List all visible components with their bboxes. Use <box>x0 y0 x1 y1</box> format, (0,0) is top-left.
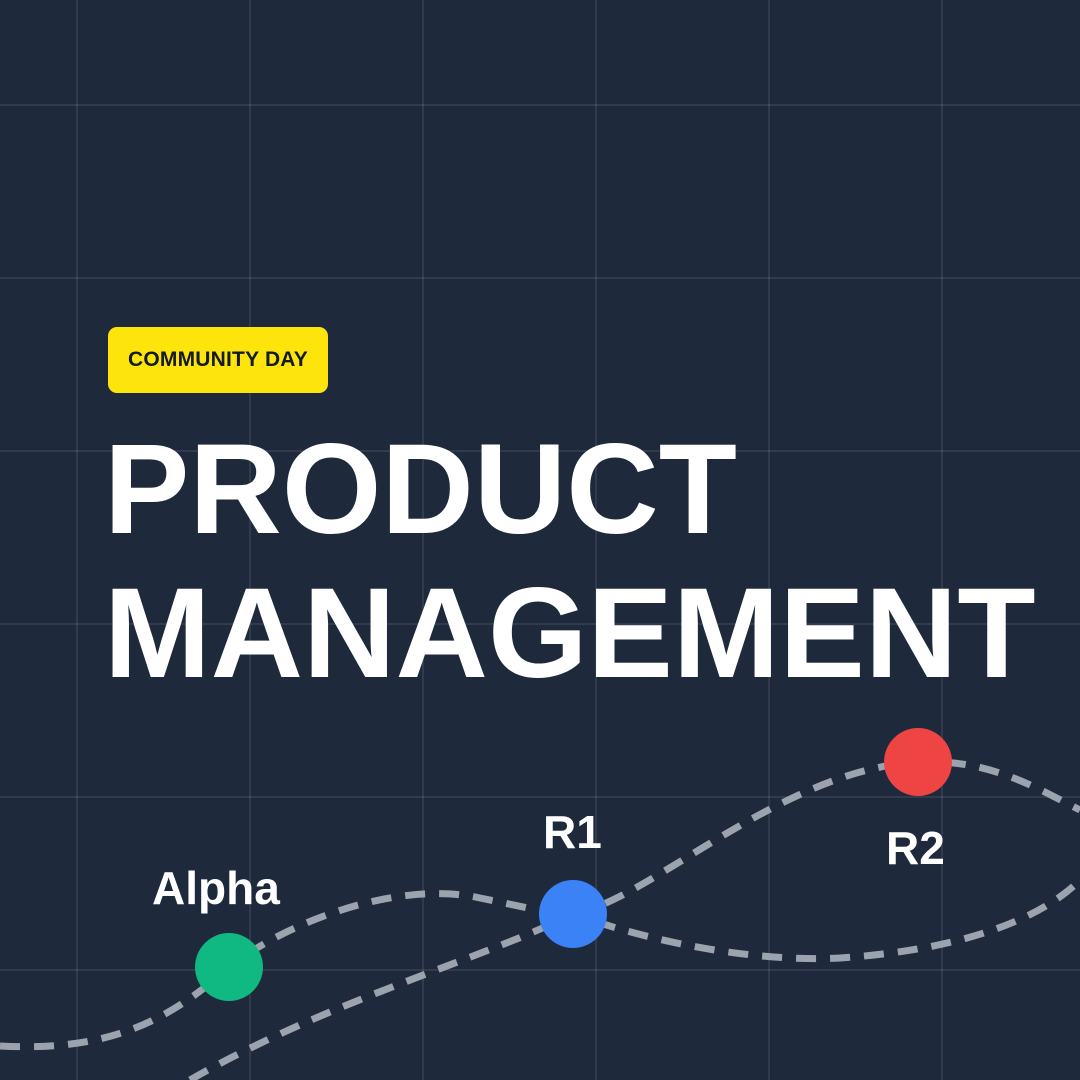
title-line-2: MANAGEMENT <box>104 562 1036 705</box>
milestone-label-r2: R2 <box>886 822 945 874</box>
title-line-1: PRODUCT <box>104 418 737 561</box>
milestone-label-r1: R1 <box>543 806 602 858</box>
milestone-dot-alpha <box>195 933 263 1001</box>
milestone-label-alpha: Alpha <box>152 862 280 914</box>
milestone-dot-r2 <box>884 728 952 796</box>
milestone-dot-r1 <box>539 880 607 948</box>
roadmap-path-lower <box>188 877 1080 1080</box>
event-badge: COMMUNITY DAY <box>108 327 328 393</box>
event-badge-label: COMMUNITY DAY <box>128 348 308 371</box>
page-title: PRODUCT MANAGEMENT <box>104 418 1036 706</box>
